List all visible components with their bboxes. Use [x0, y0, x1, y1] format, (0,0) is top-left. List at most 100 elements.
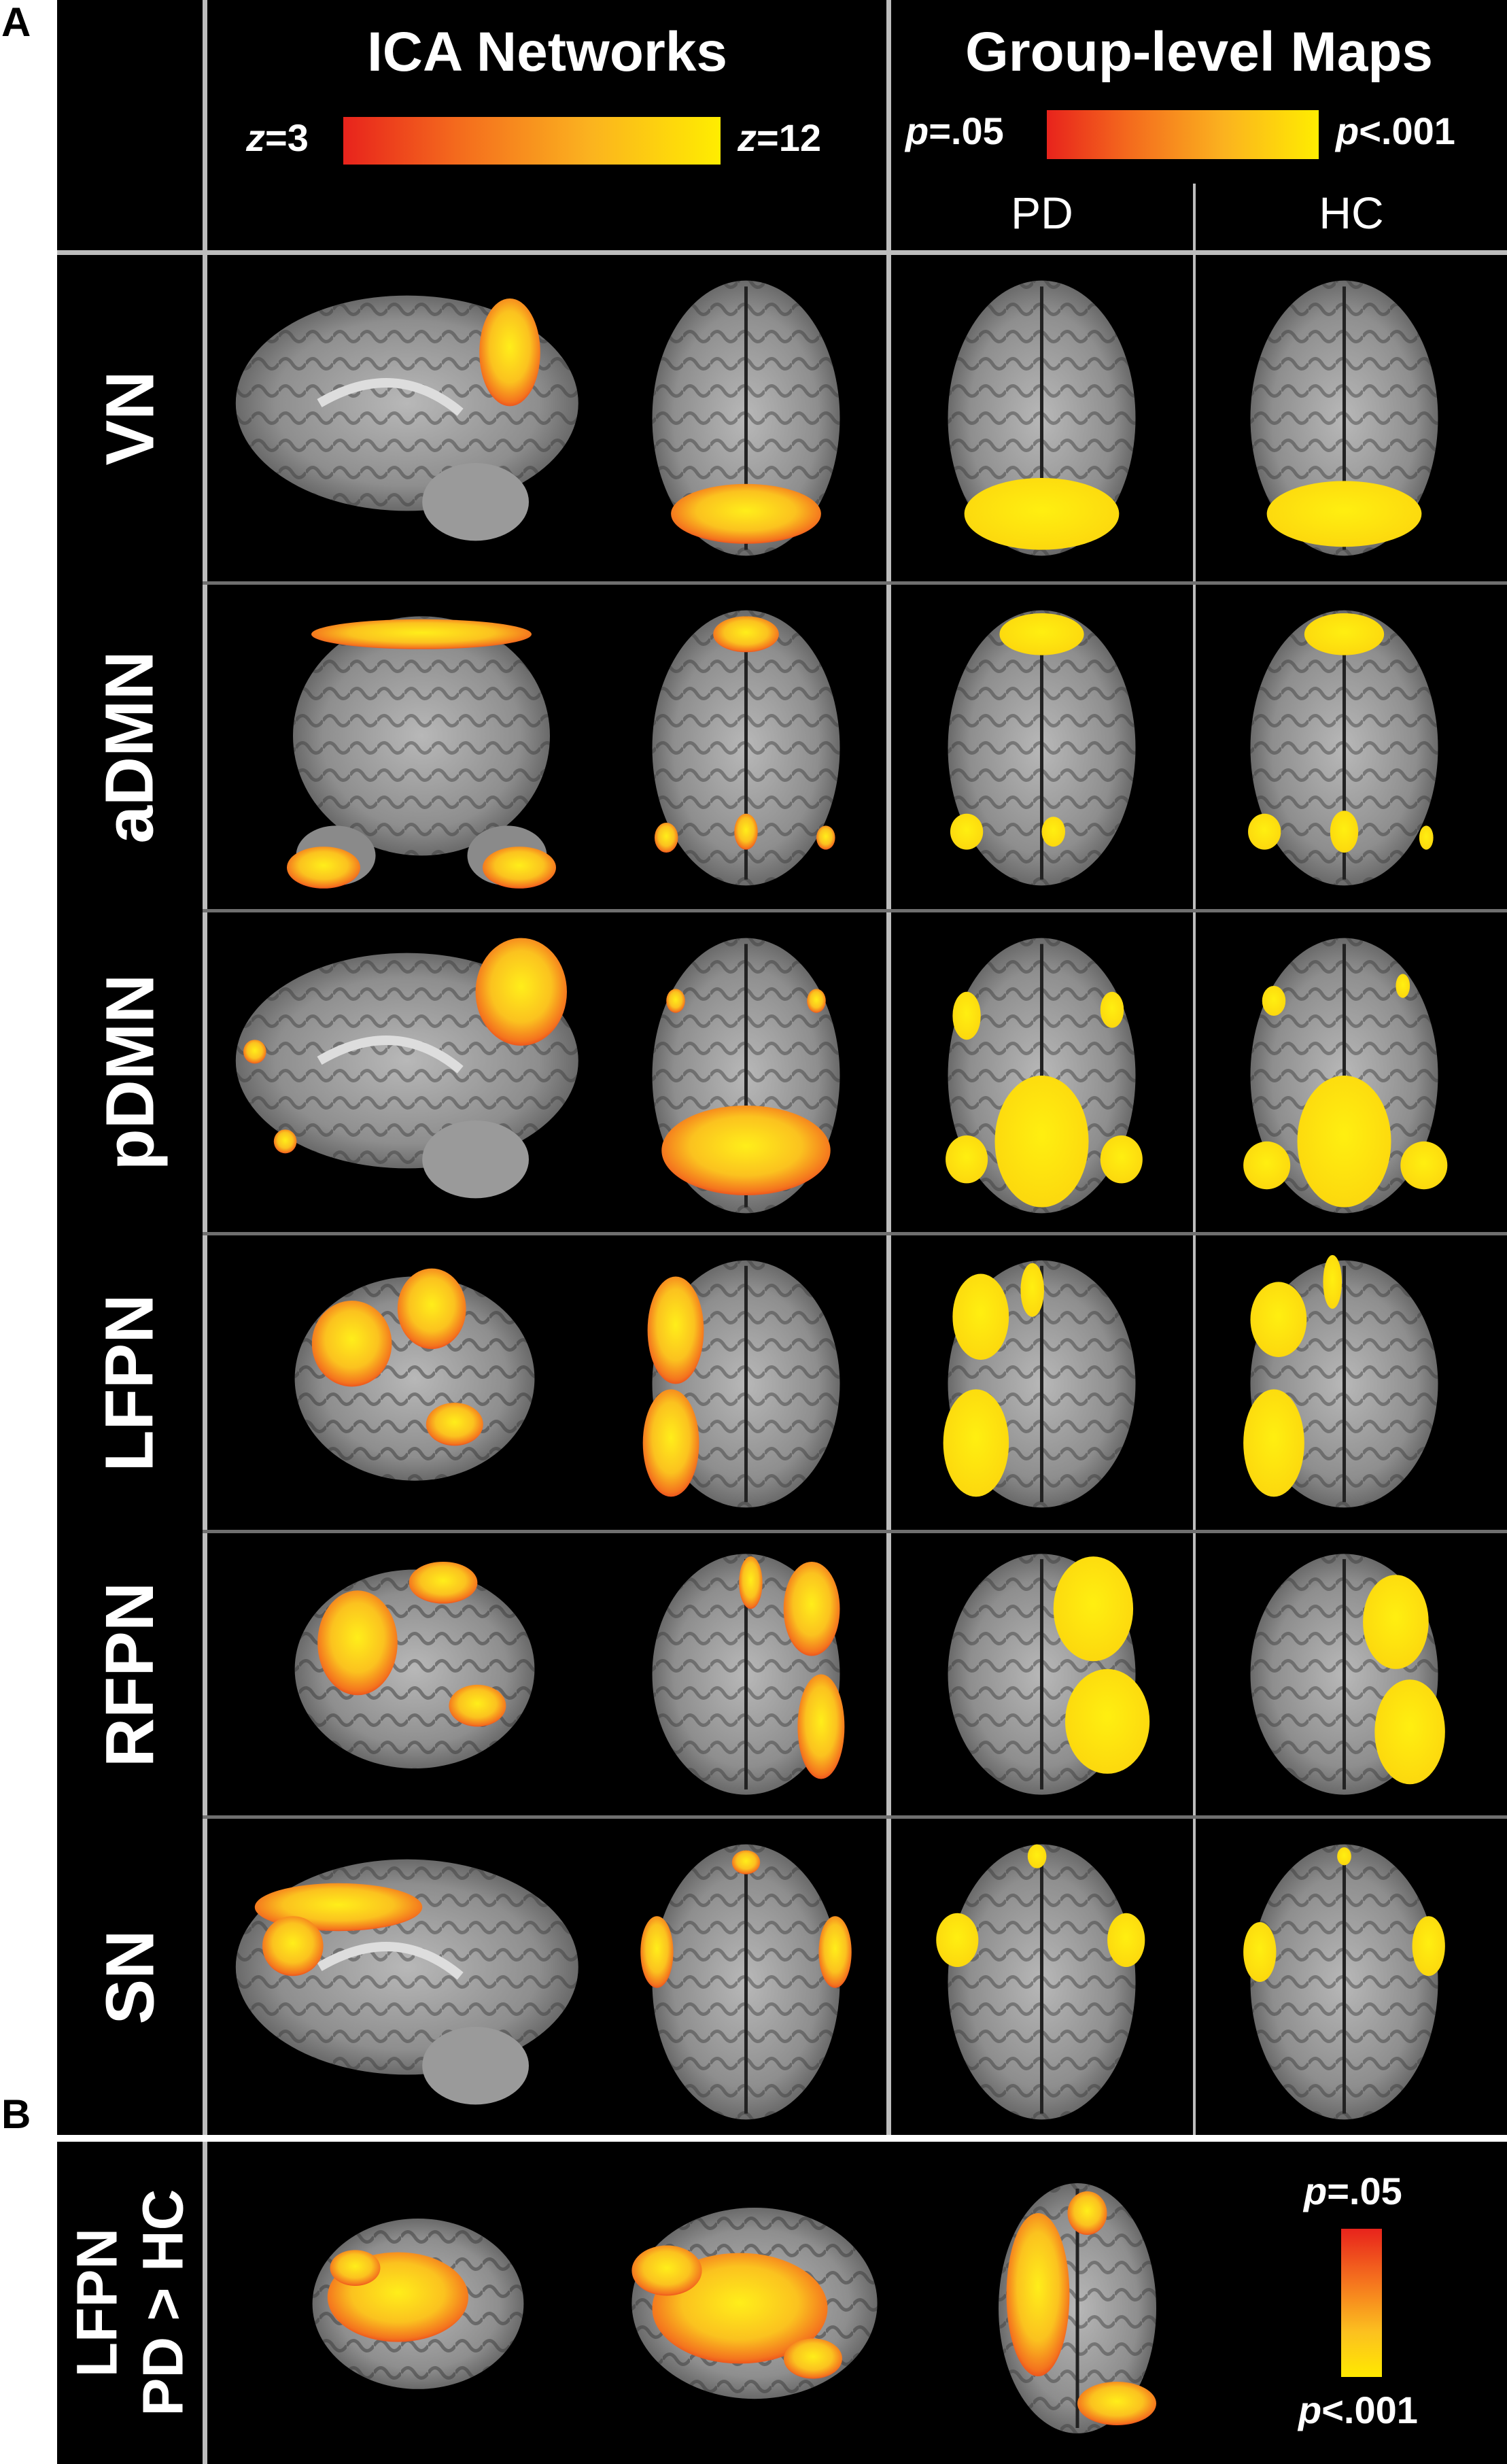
admn-axial-pd	[948, 610, 1136, 886]
activation-cluster	[311, 619, 532, 649]
activation-cluster	[1363, 1575, 1429, 1669]
lfpn-axial-hc	[1243, 1254, 1438, 1508]
group-label-pd: PD	[1011, 188, 1073, 238]
activation-cluster	[936, 1913, 979, 1967]
panel-b-lateral-1	[312, 2219, 524, 2389]
activation-cluster	[479, 298, 540, 407]
sn-sagittal	[235, 1859, 578, 2105]
activation-cluster	[1374, 1679, 1445, 1785]
rfpn-axial-hc	[1250, 1554, 1445, 1795]
activation-cluster	[317, 1590, 398, 1696]
activation-cluster	[1323, 1254, 1343, 1309]
panel-label-b: B	[1, 2091, 31, 2137]
vn-sagittal	[235, 295, 578, 541]
activation-cluster	[797, 1674, 845, 1779]
row-label-vn: VN	[91, 371, 168, 466]
activation-cluster	[426, 1403, 483, 1446]
panel-b-scale-top: p=.05	[1304, 2170, 1402, 2212]
activation-cluster	[1248, 813, 1281, 850]
vn-axial-ica	[652, 280, 840, 556]
row-label-lfpn: LFPN	[92, 1293, 168, 1472]
activation-cluster	[1065, 1669, 1150, 1774]
activation-cluster	[994, 1076, 1089, 1208]
activation-cluster	[734, 813, 758, 850]
activation-cluster	[1266, 481, 1422, 547]
pdmn-axial-hc	[1243, 938, 1448, 1214]
vn-axial-hc	[1250, 280, 1438, 556]
activation-cluster	[666, 989, 685, 1013]
activation-cluster	[731, 1850, 761, 1875]
activation-cluster	[1330, 810, 1359, 853]
activation-cluster	[783, 1561, 840, 1656]
activation-cluster	[946, 1135, 988, 1184]
activation-cluster	[1262, 986, 1286, 1016]
activation-cluster	[647, 1276, 704, 1384]
activation-cluster	[1243, 1141, 1291, 1190]
activation-cluster	[1412, 1916, 1445, 1977]
sn-axial-ica	[640, 1844, 852, 2120]
activation-cluster	[1027, 1844, 1047, 1868]
activation-cluster	[1041, 817, 1065, 847]
activation-cluster	[816, 825, 835, 850]
activation-cluster	[1400, 1141, 1448, 1190]
pdmn-sagittal	[235, 938, 578, 1199]
rfpn-axial-pd	[948, 1554, 1150, 1795]
activation-cluster	[999, 613, 1084, 655]
activation-cluster	[640, 1916, 674, 1988]
activation-cluster	[642, 1389, 699, 1497]
activation-cluster	[1100, 991, 1124, 1028]
panel-label-a: A	[1, 0, 31, 45]
activation-cluster	[1067, 2191, 1107, 2235]
activation-cluster	[1304, 613, 1385, 655]
activation-cluster	[287, 846, 360, 889]
ica-scale-low: z=3	[246, 116, 309, 159]
activation-cluster	[739, 1556, 763, 1609]
activation-cluster	[262, 1916, 324, 1977]
sn-axial-hc	[1243, 1844, 1445, 2120]
activation-cluster	[952, 991, 981, 1040]
activation-cluster	[1243, 1922, 1277, 1982]
group-colorbar	[1047, 110, 1319, 159]
panel-b-label: LFPN PD > HC	[65, 2189, 194, 2416]
activation-cluster	[397, 1268, 466, 1350]
panel-b-colorbar	[1341, 2229, 1382, 2377]
activation-cluster	[631, 2245, 702, 2296]
ica-colorbar	[343, 117, 721, 165]
activation-cluster	[243, 1040, 266, 1064]
activation-cluster	[784, 2338, 842, 2379]
group-maps-title: Group-level Maps	[965, 21, 1434, 83]
activation-cluster	[1419, 825, 1434, 850]
activation-cluster	[807, 989, 826, 1013]
activation-cluster	[1053, 1556, 1134, 1662]
activation-cluster	[311, 1301, 392, 1387]
lfpn-axial-pd	[943, 1260, 1136, 1508]
activation-cluster	[475, 938, 567, 1046]
ica-networks-title: ICA Networks	[366, 21, 728, 83]
row-label-rfpn: RFPN	[92, 1581, 168, 1767]
row-label-sn: SN	[91, 1930, 168, 2024]
activation-cluster	[1006, 2213, 1070, 2376]
row-label-admn: aDMN	[92, 650, 169, 844]
activation-cluster	[950, 813, 984, 850]
group-label-hc: HC	[1319, 188, 1384, 238]
activation-cluster	[964, 478, 1120, 550]
activation-cluster	[713, 616, 779, 653]
activation-cluster	[330, 2250, 381, 2286]
admn-axial-ica	[652, 610, 840, 886]
activation-cluster	[1396, 974, 1410, 998]
activation-cluster	[818, 1916, 852, 1988]
pdmn-axial-pd	[946, 938, 1143, 1214]
panel-b-axial	[999, 2183, 1156, 2433]
panel-b-scale-bottom: p<.001	[1298, 2389, 1418, 2431]
rfpn-lateral	[294, 1561, 535, 1769]
rfpn-axial-ica	[652, 1554, 845, 1795]
activation-cluster	[654, 823, 678, 853]
activation-cluster	[1020, 1263, 1044, 1317]
activation-cluster	[671, 483, 821, 544]
activation-cluster	[1250, 1282, 1307, 1357]
vn-axial-pd	[948, 280, 1136, 556]
admn-coronal	[287, 616, 556, 889]
activation-cluster	[1337, 1847, 1351, 1866]
activation-cluster	[943, 1389, 1009, 1497]
activation-cluster	[952, 1273, 1009, 1360]
